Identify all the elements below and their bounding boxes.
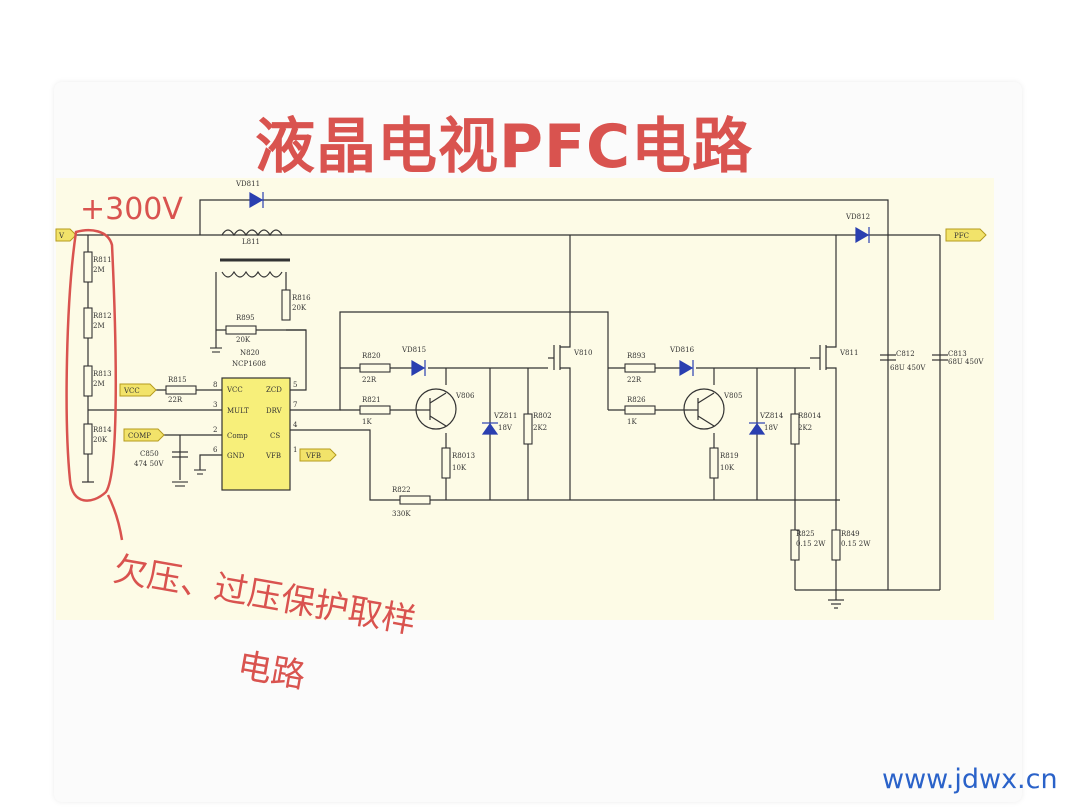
label-r821: R821: [362, 396, 381, 404]
label-l811: L811: [242, 238, 260, 246]
ic-pinnum-5: 5: [293, 381, 297, 389]
ic-pin-zcd: ZCD: [266, 386, 282, 394]
label-r822: R822: [392, 486, 411, 494]
label-vd811: VD811: [235, 180, 260, 188]
label-r8013: R8013: [452, 452, 475, 460]
label-r849: R849: [841, 530, 860, 538]
ic-pinnum-6: 6: [213, 446, 218, 454]
label-vz811: VZ811: [493, 412, 517, 420]
value-r802: 2K2: [533, 424, 547, 432]
value-r820: 22R: [362, 376, 377, 384]
label-r812: R812: [93, 312, 112, 320]
voltage-annotation: +300V: [80, 192, 183, 227]
ic-pin-comp: Comp: [227, 432, 248, 440]
value-r8014: 2K2: [798, 424, 812, 432]
label-c813: C813: [948, 350, 967, 358]
ic-pinnum-8: 8: [213, 381, 217, 389]
value-r895: 20K: [236, 336, 251, 344]
ic-pin-drv: DRV: [266, 407, 283, 415]
value-vz811: 18V: [498, 424, 513, 432]
watermark: www.jdwx.cn: [882, 764, 1058, 795]
label-r811: R811: [93, 256, 112, 264]
value-r822: 330K: [392, 510, 411, 518]
ic-pinnum-1: 1: [293, 446, 297, 454]
label-vd815: VD815: [401, 346, 426, 354]
value-r8013: 10K: [452, 464, 467, 472]
note-line-2: 电路: [234, 645, 308, 696]
ic-pinnum-2: 2: [213, 426, 217, 434]
value-r816: 20K: [292, 304, 307, 312]
ic-pinnum-3: 3: [213, 401, 217, 409]
label-v806: V806: [455, 392, 475, 400]
value-r815: 22R: [168, 396, 183, 404]
label-r813: R813: [93, 370, 112, 378]
label-vz814: VZ814: [759, 412, 784, 420]
label-v805: V805: [723, 392, 742, 400]
label-c850: C850: [140, 450, 159, 458]
ic-part: NCP1608: [232, 360, 266, 368]
label-c812: C812: [896, 350, 915, 358]
label-vd816: VD816: [669, 346, 695, 354]
label-r816: R816: [292, 294, 311, 302]
value-r811: 2M: [93, 266, 105, 274]
value-r819: 10K: [720, 464, 735, 472]
value-vz814: 18V: [764, 424, 779, 432]
label-v810: V810: [573, 349, 592, 357]
label-v811: V811: [839, 349, 858, 357]
annotation-pointer: [106, 494, 124, 541]
net-vcc-label: VCC: [123, 387, 140, 395]
label-r814: R814: [93, 426, 112, 434]
value-r893: 22R: [627, 376, 642, 384]
ic-pin-vfb: VFB: [265, 452, 281, 460]
value-c812: 68U 450V: [890, 364, 926, 372]
label-r819: R819: [720, 452, 739, 460]
label-r802: R802: [533, 412, 552, 420]
label-r820: R820: [362, 352, 381, 360]
page-title: 液晶电视PFC电路: [255, 112, 753, 182]
net-comp-label: COMP: [128, 432, 151, 440]
value-r849: 0.15 2W: [841, 540, 871, 548]
net-input-label: V: [58, 232, 65, 240]
label-r895: R895: [236, 314, 255, 322]
label-r825: R825: [796, 530, 815, 538]
ic-body: [221, 377, 291, 491]
value-r821: 1K: [362, 418, 372, 426]
value-r814: 20K: [93, 436, 108, 444]
label-r815: R815: [168, 376, 187, 384]
schematic-panel: [56, 178, 994, 620]
annotation-loop: [65, 228, 117, 502]
net-pfc-label: PFC: [954, 232, 969, 240]
value-c850: 474 50V: [134, 460, 164, 468]
value-c813: 68U 450V: [948, 358, 984, 366]
label-r826: R826: [627, 396, 646, 404]
label-vd812: VD812: [845, 213, 870, 221]
value-r826: 1K: [627, 418, 637, 426]
value-r812: 2M: [93, 322, 105, 330]
net-vfb-label: VFB: [305, 452, 321, 460]
ic-pin-mult: MULT: [227, 407, 249, 415]
label-r893: R893: [627, 352, 646, 360]
ic-pin-cs: CS: [270, 432, 280, 440]
label-r8014: R8014: [798, 412, 822, 420]
ic-pinnum-7: 7: [293, 401, 297, 409]
ic-pin-vcc: VCC: [226, 386, 243, 394]
value-r813: 2M: [93, 380, 105, 388]
ic-ref: N820: [240, 349, 260, 357]
ic-pin-gnd: GND: [227, 452, 245, 460]
ic-pinnum-4: 4: [293, 421, 298, 429]
value-r825: 0.15 2W: [796, 540, 826, 548]
